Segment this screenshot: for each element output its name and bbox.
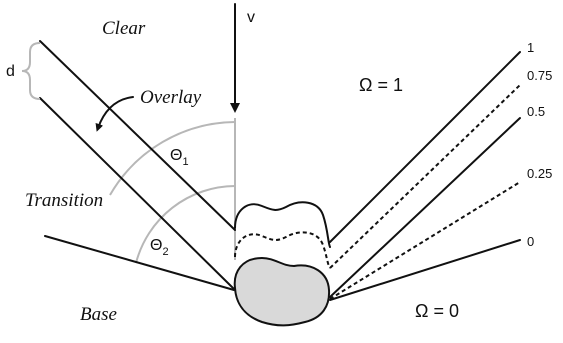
level-line-1 (329, 51, 521, 243)
level-line-0.5 (329, 117, 521, 298)
theta1-label: Θ1 (170, 147, 189, 168)
level-line-0 (329, 239, 521, 301)
overlay-pointer-arrow (95, 96, 134, 132)
level-label-0.25: 0.25 (527, 166, 552, 181)
base-boundary-line (44, 235, 235, 291)
region-label-clear: Clear (102, 18, 146, 39)
overlay-boundary-line (39, 97, 235, 290)
clear-boundary-line (39, 40, 236, 231)
region-label-base: Base (80, 304, 117, 325)
particle-filled (233, 256, 331, 327)
level-label-0: 0 (527, 234, 534, 249)
particle-outline-top (234, 201, 331, 248)
particle-outline-dashed (234, 231, 331, 269)
theta2-label: Θ2 (150, 237, 169, 258)
region-label-overlay: Overlay (140, 87, 202, 108)
d-label: d (6, 63, 15, 80)
theta1-arc (109, 121, 236, 196)
region-label-transition: Transition (25, 190, 103, 211)
omega-top-label: Ω = 1 (359, 75, 403, 95)
level-line-0.75 (329, 84, 521, 269)
velocity-label: v (247, 9, 255, 26)
d-bracket (21, 42, 41, 100)
omega-bottom-label: Ω = 0 (415, 301, 459, 321)
level-line-0.25 (329, 181, 521, 300)
level-label-1: 1 (527, 40, 534, 55)
theta2-arc (135, 185, 236, 264)
level-label-0.5: 0.5 (527, 104, 545, 119)
level-label-0.75: 0.75 (527, 68, 552, 83)
